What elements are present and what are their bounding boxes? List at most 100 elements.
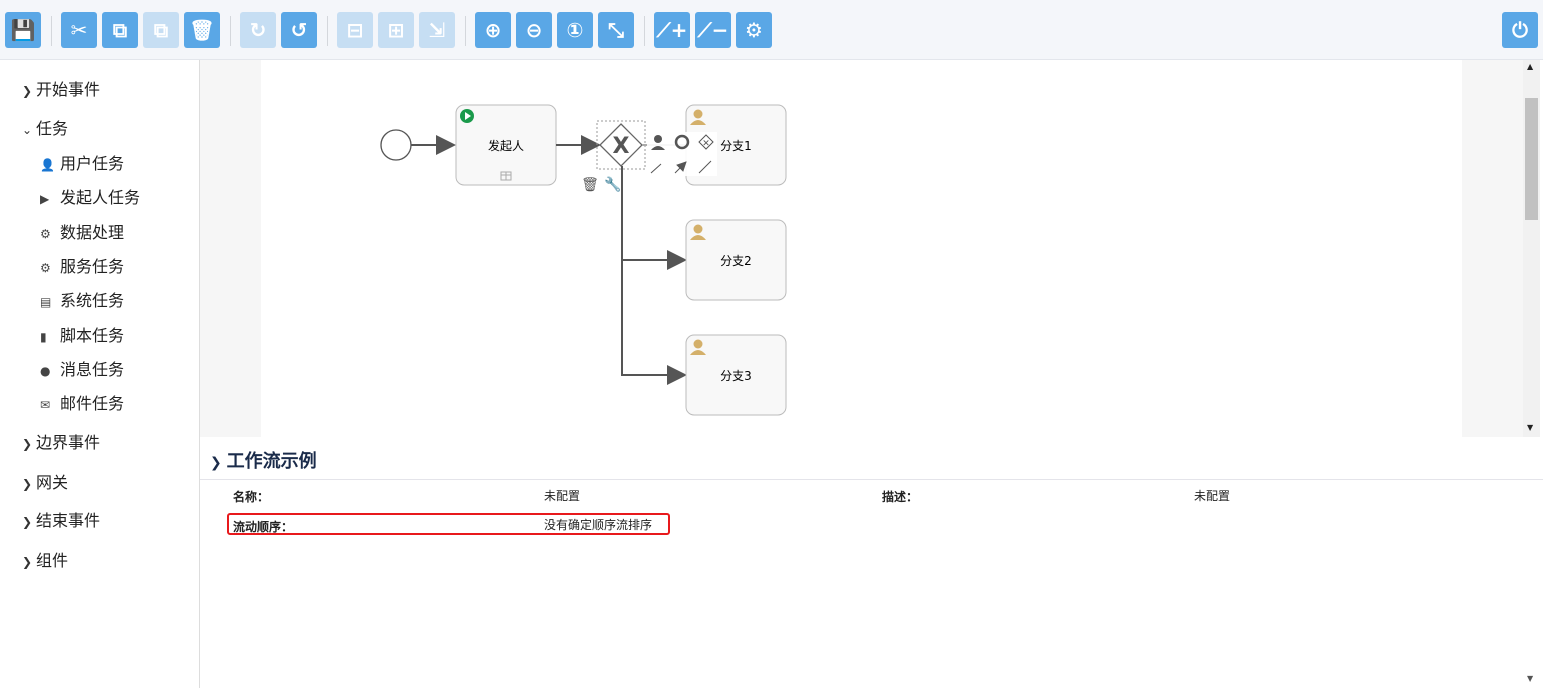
description-label: 描述： — [882, 490, 919, 504]
user-icon: 👤 — [40, 158, 55, 172]
copy-button[interactable]: ⧉ — [102, 12, 138, 48]
chevron-right-icon: ❯ — [22, 555, 33, 569]
sequence-flow[interactable] — [621, 166, 687, 270]
palette-item-label: 用户任务 — [60, 154, 125, 173]
name-value[interactable]: 未配置 — [544, 489, 581, 503]
connection-shortcut-icon[interactable] — [650, 163, 662, 174]
palette-item[interactable]: ✉ 邮件任务 — [40, 390, 124, 414]
mail-icon: ✉ — [40, 398, 51, 413]
user-task-shortcut-icon[interactable] — [651, 135, 665, 150]
zoom-fit-icon: ⤡ — [608, 18, 624, 42]
chevron-right-icon: ❯ — [22, 84, 33, 98]
undo-icon: ↺ — [290, 18, 308, 42]
palette-group[interactable]: ❯开始事件 — [22, 76, 100, 100]
power-icon: ⏻ — [1512, 18, 1528, 42]
align-horizontal-icon: ⊟ — [346, 18, 364, 42]
flow-order-value[interactable]: 没有确定顺序流排序 — [544, 518, 653, 532]
properties-title[interactable]: ❯ 工作流示例 — [210, 447, 317, 473]
gateway-x-icon: X — [613, 134, 630, 159]
palette-item-label: 数据处理 — [60, 222, 125, 242]
save-icon: 💾 — [10, 18, 36, 42]
add-bendpoint-icon: ⟋+ — [656, 18, 688, 42]
gear-icon: ⚙ — [40, 226, 51, 241]
palette-group[interactable]: ❯组件 — [22, 547, 68, 571]
power-button[interactable]: ⏻ — [1502, 12, 1538, 48]
redo-icon: ↻ — [249, 18, 267, 42]
copy-icon: ⧉ — [112, 18, 128, 42]
initiator-label: 发起人 — [488, 138, 524, 153]
user-icon — [690, 224, 706, 240]
play-circle-icon: ▶ — [40, 192, 50, 207]
palette-item[interactable]: 👤 用户任务 — [40, 150, 124, 174]
chevron-down-icon: ⌄ — [22, 123, 33, 137]
toolbar-separator — [327, 16, 328, 46]
scissors-icon: ✂ — [70, 18, 88, 42]
palette-item[interactable]: ▮脚本任务 — [40, 322, 124, 346]
toolbar-separator — [230, 16, 231, 46]
chevron-right-icon: ❯ — [22, 437, 33, 451]
palette-group[interactable]: ❯边界事件 — [22, 429, 100, 453]
user-icon — [690, 109, 706, 125]
zoom-out-icon: ⊖ — [525, 18, 543, 42]
palette-item[interactable]: ●消息任务 — [40, 356, 124, 380]
highlight-box — [227, 513, 670, 535]
palette-group[interactable]: ❯结束事件 — [22, 507, 100, 531]
palette-group-label: 网关 — [36, 473, 69, 492]
arrow-shortcut-icon[interactable] — [674, 161, 687, 174]
properties-title-text: 工作流示例 — [226, 451, 317, 472]
palette-item-label: 系统任务 — [60, 291, 125, 311]
zoom-actual-icon: ① — [566, 18, 584, 42]
redo-button[interactable]: ↻ — [240, 12, 276, 48]
delete-shortcut-icon[interactable]: 🗑 — [581, 177, 599, 193]
message-icon: ● — [40, 363, 51, 378]
palette-item[interactable]: ⚙ 数据处理 — [40, 219, 124, 243]
settings-button[interactable]: ⚙ — [736, 12, 772, 48]
zoom-actual-button[interactable]: ① — [557, 12, 593, 48]
align-horizontal-button[interactable]: ⊟ — [337, 12, 373, 48]
description-value[interactable]: 未配置 — [1194, 489, 1231, 503]
palette-item[interactable]: ▶发起人任务 — [40, 184, 140, 208]
palette-item-label: 邮件任务 — [60, 394, 125, 414]
palette-item-label: 服务任务 — [60, 256, 125, 276]
zoom-out-button[interactable]: ⊖ — [516, 12, 552, 48]
properties-panel: ❯ 工作流示例 名称： 未配置 描述： 未配置 流动顺序： 没有确定顺序流排序 — [200, 437, 1543, 688]
palette-item[interactable]: ⚙服务任务 — [40, 253, 124, 277]
remove-bendpoint-button[interactable]: ⟋− — [695, 12, 731, 48]
palette-sidebar: ❯开始事件⌄任务👤用户任务▶发起人任务⚙数据处理⚙服务任务▤系统任务▮脚本任务●… — [0, 60, 200, 688]
delete-button[interactable]: 🗑 — [184, 12, 220, 48]
end-event-shortcut-icon[interactable] — [674, 134, 690, 150]
sequence-flow[interactable] — [621, 260, 687, 385]
chevron-down-icon: ❯ — [210, 455, 227, 471]
table-icon: ▤ — [40, 295, 52, 310]
cut-button[interactable]: ✂ — [61, 12, 97, 48]
name-label: 名称： — [233, 490, 270, 504]
same-size-button[interactable]: ⇲ — [419, 12, 455, 48]
vertical-scrollbar[interactable]: ▲▼ — [1523, 60, 1540, 437]
wrench-shortcut-icon[interactable]: 🔧 — [604, 175, 621, 193]
user-task[interactable]: 分支2 — [685, 219, 787, 301]
zoom-in-button[interactable]: ⊕ — [475, 12, 511, 48]
zoom-fit-button[interactable]: ⤡ — [598, 12, 634, 48]
align-vertical-button[interactable]: ⊞ — [378, 12, 414, 48]
association-shortcut-icon[interactable] — [698, 160, 712, 174]
gateway-shortcut-icon[interactable]: ✕ — [698, 134, 714, 150]
palette-group-label: 开始事件 — [36, 80, 101, 99]
add-bendpoint-button[interactable]: ⟋+ — [654, 12, 690, 48]
scrollbar-thumb[interactable] — [1525, 98, 1538, 220]
palette-group[interactable]: ❯网关 — [22, 469, 68, 493]
start-event[interactable] — [380, 129, 412, 161]
scroll-down-arrow[interactable]: ▼ — [1527, 674, 1534, 683]
undo-button[interactable]: ↺ — [281, 12, 317, 48]
paste-button[interactable]: ⧉ — [143, 12, 179, 48]
remove-bendpoint-icon: ⟋− — [697, 18, 729, 42]
palette-group[interactable]: ⌄任务 — [22, 115, 68, 139]
paste-icon: ⧉ — [153, 18, 169, 42]
trash-icon: 🗑 — [189, 18, 215, 42]
script-icon: ▮ — [40, 329, 47, 344]
palette-group-label: 结束事件 — [36, 511, 101, 530]
align-vertical-icon: ⊞ — [387, 18, 405, 42]
palette-item[interactable]: ▤ 系统任务 — [40, 287, 124, 311]
user-task[interactable]: 分支3 — [685, 334, 787, 416]
save-button[interactable]: 💾 — [5, 12, 41, 48]
